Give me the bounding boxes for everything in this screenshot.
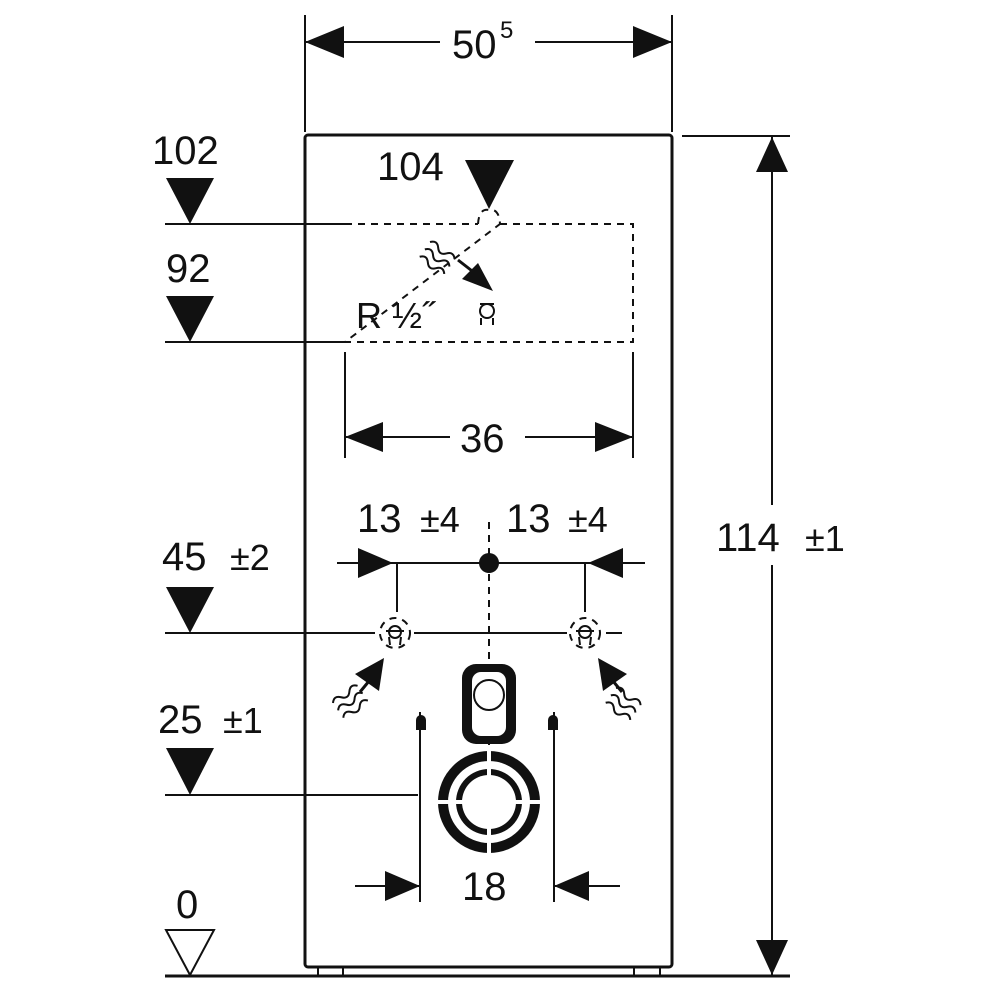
right-water-connection: [569, 617, 644, 724]
level-92-marker: 92: [165, 247, 345, 343]
water-connection-icon: [479, 303, 495, 325]
offset-left-tolerance: ±4: [420, 499, 460, 540]
level-25-label: 25: [158, 698, 203, 742]
offset-left-value: 13: [357, 497, 402, 541]
level-25-tolerance: ±1: [223, 700, 263, 741]
dimension-width-bottom: 18: [355, 865, 620, 909]
width-top-superscript: 5: [500, 17, 513, 44]
dimension-width-top: 50 5: [304, 15, 673, 132]
level-0-marker: 0: [164, 883, 216, 978]
level-102-marker: 102: [152, 129, 345, 225]
thread-size-label: R ½˝: [356, 295, 436, 336]
level-92-label: 92: [166, 247, 211, 291]
level-104-label: 104: [377, 145, 444, 189]
level-0-label: 0: [176, 883, 198, 927]
offset-right-tolerance: ±4: [568, 499, 608, 540]
offset-right-value: 13: [506, 497, 551, 541]
height-total-value: 114: [716, 516, 780, 560]
dimension-panel-width: 36: [344, 352, 634, 461]
level-45-label: 45: [162, 535, 207, 579]
width-top-value: 50: [452, 23, 497, 67]
dimension-offsets: 13 ±4 13 ±4: [337, 497, 645, 612]
level-45-tolerance: ±2: [230, 537, 270, 578]
water-inlet-arrow: [416, 238, 493, 291]
level-102-label: 102: [152, 129, 219, 173]
panel-width-value: 36: [460, 417, 505, 461]
level-104-marker: 104: [377, 145, 514, 225]
left-water-connection: [330, 617, 411, 722]
drain-pipe: [430, 664, 548, 860]
dimension-height-total: 114 ±1: [682, 135, 845, 976]
level-25-marker: 25 ±1: [158, 698, 418, 796]
level-45-marker: 45 ±2: [162, 535, 622, 634]
height-total-tolerance: ±1: [805, 518, 845, 559]
mounting-bolts: [416, 712, 558, 902]
width-bottom-value: 18: [462, 865, 507, 909]
control-panel-cutout: R ½˝: [342, 223, 634, 343]
